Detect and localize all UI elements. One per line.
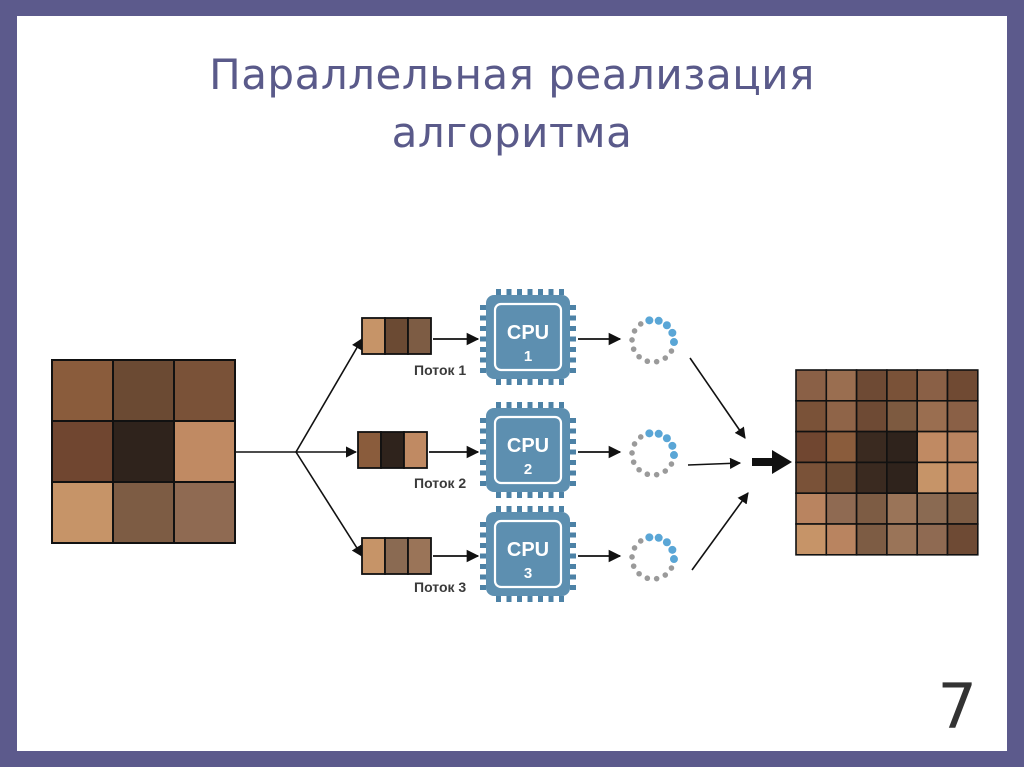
output-grid-cell <box>825 461 858 494</box>
cpu-chip-icon: CPU 2 <box>480 402 576 498</box>
output-grid-cell <box>946 492 979 525</box>
merge-arrow-3 <box>691 492 749 571</box>
output-grid-cell <box>795 492 828 525</box>
output-grid-cell <box>795 461 828 494</box>
input-grid-cell <box>51 481 114 544</box>
cpu-chip-icon: CPU 3 <box>480 506 576 602</box>
page-number: 7 <box>937 670 977 743</box>
cpu-label: CPU <box>507 539 549 561</box>
slide-title: Параллельная реализация алгоритма <box>17 46 1007 162</box>
output-grid-cell <box>886 369 919 402</box>
input-grid-cell <box>112 481 175 544</box>
input-grid-cell <box>51 420 114 483</box>
output-grid-cell <box>855 430 888 464</box>
thread-row-2: Поток 2 CPU 2 <box>357 402 678 498</box>
output-grid <box>795 369 979 556</box>
thread-label: Поток 1 <box>414 362 466 378</box>
input-grid-cell <box>112 359 175 422</box>
output-grid-cell <box>855 492 888 525</box>
output-grid-cell <box>916 523 949 556</box>
output-grid-cell <box>825 523 858 556</box>
split-arrow-3 <box>295 451 363 557</box>
merge-arrows <box>687 357 749 571</box>
input-grid <box>51 359 236 544</box>
data-chunk-cell <box>403 431 428 469</box>
output-grid-cell <box>946 399 979 433</box>
loading-spinner-icon <box>629 429 678 478</box>
output-grid-cell <box>946 523 979 556</box>
output-grid-cell <box>855 399 888 433</box>
output-grid-cell <box>825 399 858 433</box>
output-grid-cell <box>886 461 919 494</box>
data-chunk-cell <box>384 537 409 575</box>
cpu-number: 3 <box>524 565 532 582</box>
data-chunk-cell <box>361 537 386 575</box>
output-grid-cell <box>886 492 919 525</box>
output-grid-cell <box>916 461 949 494</box>
merge-arrow-1 <box>689 357 746 439</box>
output-grid-cell <box>886 523 919 556</box>
thread-label: Поток 3 <box>414 579 466 595</box>
output-grid-cell <box>946 369 979 402</box>
title-line-2: алгоритма <box>391 108 633 157</box>
loading-spinner-icon <box>629 533 678 582</box>
data-chunk-cell <box>384 317 409 355</box>
input-grid-cell <box>173 359 236 422</box>
output-grid-cell <box>886 430 919 464</box>
data-chunk-cell <box>407 537 432 575</box>
split-arrow-1 <box>295 338 363 453</box>
title-line-1: Параллельная реализация <box>209 50 815 99</box>
output-grid-cell <box>916 430 949 464</box>
output-grid-cell <box>946 461 979 494</box>
thread-label: Поток 2 <box>414 475 466 491</box>
input-grid-cell <box>51 359 114 422</box>
input-grid-cell <box>173 481 236 544</box>
output-grid-cell <box>855 523 888 556</box>
output-grid-cell <box>916 369 949 402</box>
output-grid-cell <box>916 492 949 525</box>
data-chunk-cell <box>357 431 382 469</box>
loading-spinner-icon <box>629 316 678 365</box>
output-grid-cell <box>825 369 858 402</box>
data-chunk-cell <box>407 317 432 355</box>
cpu-label: CPU <box>507 435 549 457</box>
cpu-chip-icon: CPU 1 <box>480 289 576 385</box>
cpu-number: 2 <box>524 461 532 478</box>
output-grid-cell <box>795 399 828 433</box>
data-chunk-cell <box>380 431 405 469</box>
merge-arrow-2 <box>687 457 742 469</box>
thread-row-3: Поток 3 CPU 3 <box>361 506 678 602</box>
output-grid-cell <box>886 399 919 433</box>
output-grid-cell <box>825 430 858 464</box>
output-grid-cell <box>855 461 888 494</box>
input-grid-cell <box>173 420 236 483</box>
data-chunk-cell <box>361 317 386 355</box>
input-grid-cell <box>112 420 175 483</box>
split-arrows <box>236 338 363 557</box>
output-grid-cell <box>795 369 828 402</box>
output-grid-cell <box>916 399 949 433</box>
output-grid-cell <box>855 369 888 402</box>
output-arrow-icon <box>752 450 792 474</box>
cpu-label: CPU <box>507 322 549 344</box>
output-grid-cell <box>946 430 979 464</box>
output-grid-cell <box>825 492 858 525</box>
output-grid-cell <box>795 523 828 556</box>
output-grid-cell <box>795 430 828 464</box>
cpu-number: 1 <box>524 348 532 365</box>
thread-row-1: Поток 1 CPU 1 <box>361 289 678 385</box>
